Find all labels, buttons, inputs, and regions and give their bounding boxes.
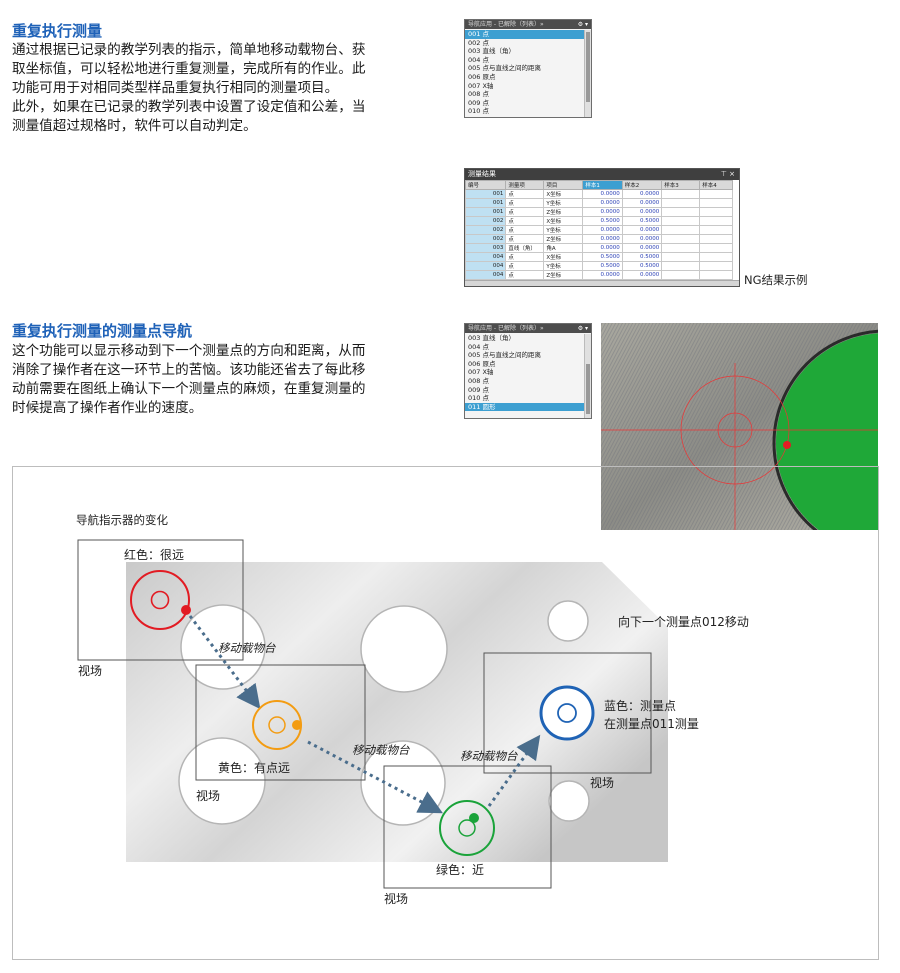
- plate-hole: [178, 737, 266, 825]
- red-indicator-inner: [150, 590, 170, 610]
- move-stage-label: 移动载物台: [218, 641, 276, 655]
- hole-edge: [772, 329, 878, 530]
- scrollbar[interactable]: [584, 30, 591, 117]
- green-indicator-inner: [458, 819, 476, 837]
- list-item[interactable]: 004 点: [468, 55, 489, 64]
- scrollbar-thumb[interactable]: [586, 364, 590, 414]
- teach-list-title: 导航应用 - 已解除（列表）»: [468, 325, 544, 332]
- results-titlebar: 测量结果 ⊤ ×: [465, 169, 739, 180]
- list-item[interactable]: 004 点: [468, 342, 489, 351]
- yellow-indicator-inner: [268, 716, 286, 734]
- body-line: 取坐标值，可以轻松地进行重复测量，完成所有的作业。此: [12, 61, 366, 77]
- field-of-view-green: [383, 765, 552, 889]
- list-item[interactable]: 003 直线（角）: [468, 334, 515, 342]
- green-indicator-outer: [439, 800, 495, 856]
- field-of-view-red: [77, 539, 244, 661]
- field-of-view-label: 视场: [196, 789, 221, 803]
- section-body-repeat-measurement: 通过根据已记录的教学列表的指示，简单地移动载物台、获 取坐标值，可以轻松地进行重…: [12, 41, 442, 136]
- blue-indicator-outer: [539, 685, 595, 741]
- teach-list-rows: 001 点 002 点 003 直线（角） 004 点 005 点与直线之间的距…: [465, 30, 584, 117]
- teach-list-title: 导航应用 - 已解除（列表）»: [468, 21, 544, 28]
- list-item[interactable]: 003 直线（角）: [468, 47, 515, 56]
- list-item[interactable]: 005 点与直线之间的距离: [468, 64, 541, 73]
- blue-indicator-inner: [557, 703, 577, 723]
- target-ring-inner: [717, 412, 753, 448]
- list-item[interactable]: 007 X轴: [468, 81, 494, 90]
- plate-hole: [360, 605, 448, 693]
- move-stage-label: 移动载物台: [352, 743, 410, 757]
- gear-icon[interactable]: ⚙ ▾: [577, 325, 588, 332]
- move-arrow: [307, 740, 443, 814]
- red-label: 红色：很远: [124, 548, 185, 562]
- field-of-view-yellow: [195, 664, 366, 781]
- results-caption: NG结果示例: [744, 273, 808, 287]
- field-of-view-blue: [483, 652, 652, 774]
- list-item[interactable]: 001 点: [465, 30, 584, 39]
- list-item[interactable]: 002 点: [468, 38, 489, 47]
- pin-close-icon[interactable]: ⊤ ×: [720, 170, 735, 178]
- navigation-diagram-frame: [12, 466, 879, 960]
- blue-label-line2: 在测量点011测量: [604, 717, 699, 731]
- green-label: 绿色：近: [436, 863, 485, 877]
- list-item[interactable]: 007 X轴: [468, 368, 494, 377]
- section-title-navigation: 重复执行测量的测量点导航: [12, 322, 193, 340]
- plate-hole: [548, 780, 590, 822]
- list-item[interactable]: 009 点: [468, 98, 489, 107]
- body-line: 测量值超过规格时，软件可以自动判定。: [12, 118, 257, 134]
- list-item[interactable]: 008 点: [468, 376, 489, 385]
- body-line: 消除了操作者在这一环节上的苦恼。该功能还省去了每此移: [12, 362, 366, 378]
- section-title-repeat-measurement: 重复执行测量: [12, 22, 103, 40]
- section-body-navigation: 这个功能可以显示移动到下一个测量点的方向和距离，从而 消除了操作者在这一环节上的…: [12, 342, 442, 418]
- red-indicator-outer: [130, 570, 190, 630]
- field-of-view-label: 视场: [590, 776, 615, 790]
- yellow-label: 黄色：有点远: [218, 761, 291, 775]
- target-ring-outer: [680, 375, 790, 485]
- body-line: 此外，如果在已记录的教学列表中设置了设定值和公差，当: [12, 99, 366, 115]
- teach-list-window: 导航应用 - 已解除（列表）» ⚙ ▾ 001 点 002 点 003 直线（角…: [464, 19, 592, 118]
- teach-list-window-2: 导航应用 - 已解除（列表）» ⚙ ▾ 003 直线（角） 004 点 005 …: [464, 323, 592, 419]
- plate-hole: [547, 600, 589, 642]
- list-item[interactable]: 010 点: [468, 107, 489, 116]
- red-indicator-dot: [181, 605, 191, 615]
- next-point-label: 向下一个测量点012移动: [618, 615, 749, 629]
- yellow-indicator-dot: [292, 720, 302, 730]
- body-line: 时候提高了操作者作业的速度。: [12, 400, 203, 416]
- move-arrow: [487, 734, 541, 807]
- list-item[interactable]: 009 点: [468, 385, 489, 394]
- list-item-selected[interactable]: 011 圆形: [465, 402, 584, 412]
- body-line: 功能可用于对相同类型样品重复执行相同的测量项目。: [12, 80, 339, 96]
- green-overlay-circle: [776, 333, 878, 530]
- teach-list-titlebar: 导航应用 - 已解除（列表）» ⚙ ▾: [465, 20, 591, 29]
- scrollbar-thumb[interactable]: [586, 32, 590, 102]
- body-line: 通过根据已记录的教学列表的指示，简单地移动载物台、获: [12, 42, 366, 58]
- move-stage-label: 移动载物台: [460, 749, 518, 763]
- results-title: 测量结果: [468, 170, 496, 178]
- list-item[interactable]: 006 原点: [468, 72, 496, 81]
- green-indicator-dot: [469, 813, 479, 823]
- blue-label-line1: 蓝色：测量点: [604, 699, 677, 713]
- navigation-point: [783, 441, 791, 449]
- field-of-view-label: 视场: [78, 664, 103, 678]
- teach-list-rows: 003 直线（角） 004 点 005 点与直线之间的距离 006 原点 007…: [465, 334, 584, 418]
- body-line: 这个功能可以显示移动到下一个测量点的方向和距离，从而: [12, 343, 366, 359]
- diagram-heading: 导航指示器的变化: [76, 513, 168, 527]
- list-item[interactable]: 008 点: [468, 90, 489, 99]
- plate-hole: [180, 604, 266, 690]
- horizontal-scrollbar[interactable]: [465, 280, 739, 286]
- list-item[interactable]: 006 原点: [468, 359, 496, 368]
- field-of-view-label: 视场: [384, 892, 409, 906]
- scrollbar[interactable]: [584, 334, 591, 418]
- gear-icon[interactable]: ⚙ ▾: [577, 21, 588, 28]
- list-item[interactable]: 010 点: [468, 394, 489, 403]
- microscope-camera-image: [601, 323, 878, 530]
- teach-list-titlebar: 导航应用 - 已解除（列表）» ⚙ ▾: [465, 324, 591, 333]
- list-item[interactable]: 005 点与直线之间的距离: [468, 351, 541, 360]
- body-line: 动前需要在图纸上确认下一个测量点的麻烦，在重复测量的: [12, 381, 366, 397]
